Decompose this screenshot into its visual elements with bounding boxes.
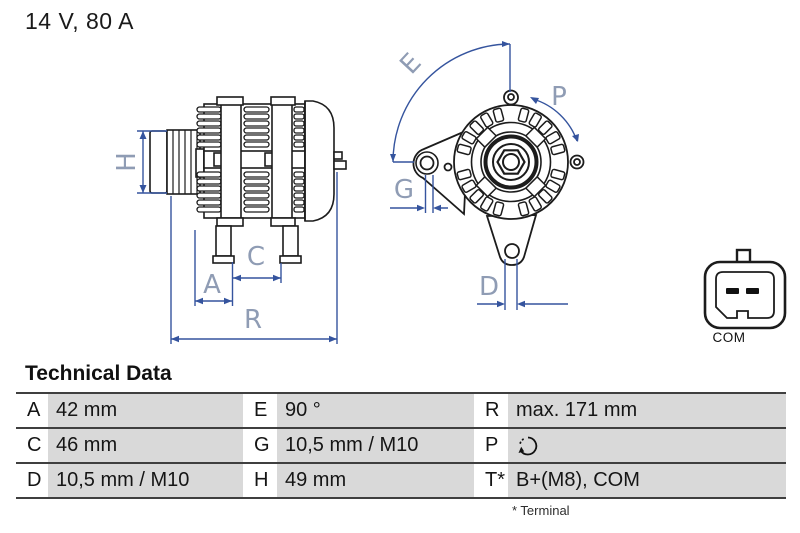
spec-key: T* — [474, 464, 508, 497]
connector-pin — [726, 288, 739, 294]
rating-label: 14 V, 80 A — [25, 8, 135, 34]
dimension-label-c: C — [246, 242, 266, 272]
dimension-label-p: P — [551, 82, 567, 112]
spec-value: B+(M8), COM — [508, 464, 786, 497]
spec-value: 10,5 mm / M10 — [48, 464, 243, 497]
dimension-label-a: A — [203, 270, 221, 300]
spec-value-rotation — [508, 429, 786, 462]
technical-drawing — [137, 41, 787, 344]
dimension-label-g: G — [393, 175, 415, 205]
right-lug — [569, 154, 585, 170]
front-view-dimensions — [390, 41, 579, 310]
connector-inner-shell — [715, 271, 775, 319]
spec-value: 10,5 mm / M10 — [277, 429, 474, 462]
spec-key: D — [16, 464, 48, 497]
spec-key: H — [243, 464, 277, 497]
rotation-direction-icon — [518, 436, 538, 455]
pulley-flange — [149, 130, 168, 194]
spec-value: 49 mm — [277, 464, 474, 497]
spec-key: A — [16, 394, 48, 427]
connector-label: COM — [712, 330, 746, 345]
side-view-dimensions — [137, 130, 338, 344]
front-view-drawing — [412, 89, 585, 266]
connector-pin — [746, 288, 759, 294]
connector-drawing — [703, 248, 787, 330]
spec-key: E — [243, 394, 277, 427]
table-row: C 46 mm G 10,5 mm / M10 P — [16, 429, 786, 464]
dimension-label-r: R — [243, 305, 263, 335]
spec-value: max. 171 mm — [508, 394, 786, 427]
terminal-stud — [333, 151, 343, 160]
spec-key: C — [16, 429, 48, 462]
dimension-label-d: D — [478, 272, 500, 302]
spec-value: 42 mm — [48, 394, 243, 427]
mounting-legs — [212, 225, 302, 264]
spec-key: G — [243, 429, 277, 462]
table-row: D 10,5 mm / M10 H 49 mm T* B+(M8), COM — [16, 464, 786, 499]
spec-value: 90 ° — [277, 394, 474, 427]
angle-e-arc — [392, 43, 511, 163]
dimension-label-h: H — [112, 152, 142, 172]
side-view-drawing — [149, 96, 347, 264]
spec-key: R — [474, 394, 508, 427]
rear-cover — [304, 100, 335, 222]
spec-value: 46 mm — [48, 429, 243, 462]
spec-key: P — [474, 429, 508, 462]
technical-data-table: A 42 mm E 90 ° R max. 171 mm C 46 mm G 1… — [16, 392, 786, 499]
table-row: A 42 mm E 90 ° R max. 171 mm — [16, 394, 786, 429]
top-lug — [503, 89, 519, 106]
pulley-ribs — [166, 129, 201, 195]
section-title: Technical Data — [25, 362, 172, 385]
terminal-footnote: * Terminal — [512, 503, 570, 518]
bottom-mounting-lug — [485, 214, 538, 266]
rotation-p-arc — [532, 98, 578, 142]
